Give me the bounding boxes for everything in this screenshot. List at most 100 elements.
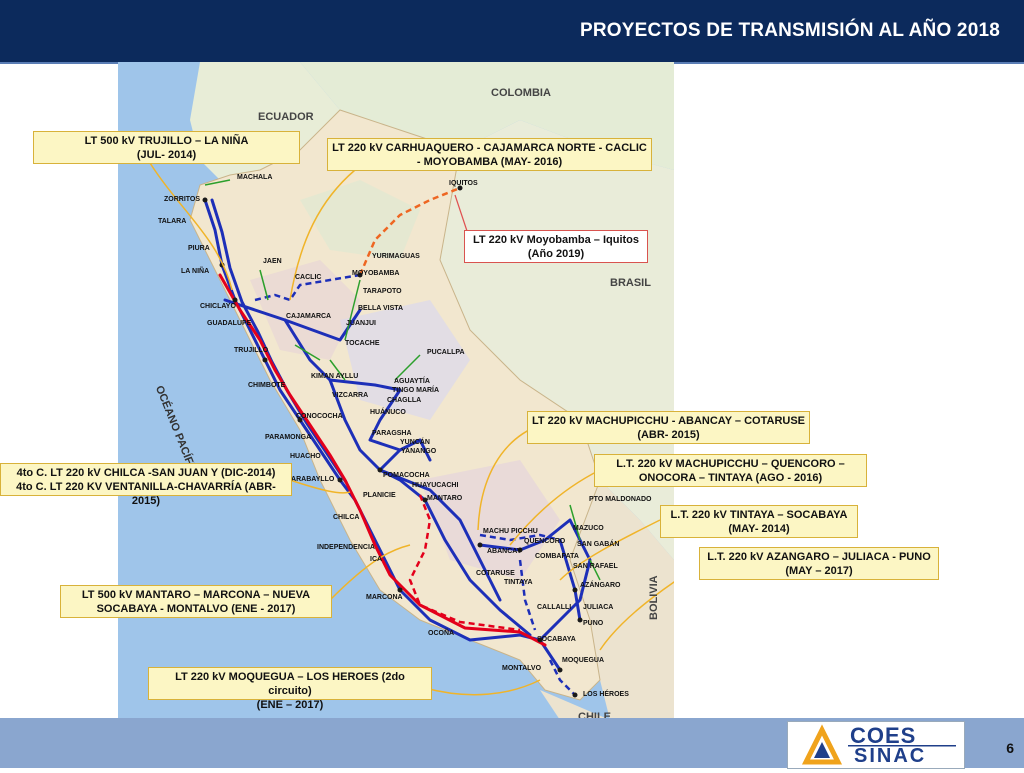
city-label: CHILCA xyxy=(333,514,360,521)
callout-line: L.T. 220 kV AZANGARO – JULIACA - PUNO xyxy=(707,551,931,563)
city-label: MACHU PICCHU xyxy=(483,528,538,535)
line-220kv-moquegua-heroes-project xyxy=(548,659,576,696)
city-label: CALLALLI xyxy=(537,604,572,611)
city-label: COMBAPATA xyxy=(535,553,579,560)
line-220kv-mantaro xyxy=(378,468,502,602)
callout-chilca: 4to C. LT 220 kV CHILCA -SAN JUAN Y (DIC… xyxy=(0,463,292,507)
callout-mantaro: LT 500 kV MANTARO – MARCONA – NUEVA SOCA… xyxy=(60,585,332,618)
city-label: OCOÑA xyxy=(428,630,455,637)
city-label: MACHALA xyxy=(237,174,273,181)
city-label: MAZUCO xyxy=(573,525,604,532)
callout-carhuaquero: LT 220 kV CARHUAQUERO - CAJAMARCA NORTE … xyxy=(327,138,652,171)
callout-line: (ENE – 2017) xyxy=(256,699,324,711)
city-label: CARABAYLLO xyxy=(286,476,335,483)
line-moyobamba-iquitos-project xyxy=(358,186,461,276)
city-label: VIZCARRA xyxy=(332,392,369,399)
city-label: COTARUSE xyxy=(476,570,515,577)
city-label: LOS HÉROES xyxy=(583,691,629,698)
callout-line: (MAY- 2014) xyxy=(728,523,790,535)
label-brasil: BRASIL xyxy=(610,277,651,289)
callout-line: LT 220 kV CARHUAQUERO - CAJAMARCA NORTE … xyxy=(332,142,647,154)
callout-line: L.T. 220 kV MACHUPICCHU – QUENCORO – xyxy=(616,458,845,470)
city-label: MOYOBAMBA xyxy=(352,270,400,277)
line-500kv-trujillo-nina xyxy=(218,273,547,647)
coes-logo: COES SINAC xyxy=(787,721,965,769)
city-label: YUNCÁN xyxy=(400,439,430,446)
line-220kv-machupicchu-project xyxy=(479,533,561,542)
city-label: CHICLAYO xyxy=(200,303,236,310)
city-label: SOCABAYA xyxy=(537,636,576,643)
callout-line: (MAY – 2017) xyxy=(785,565,853,577)
city-label: TINTAYA xyxy=(504,579,533,586)
city-label: PIURA xyxy=(188,245,210,252)
coes-logo-mark xyxy=(801,724,956,765)
city-label: IQUITOS xyxy=(449,180,478,187)
city-label: HUÁNUCO xyxy=(370,409,406,416)
city-label: PUCALLPA xyxy=(427,349,465,356)
city-label: KIMAN AYLLU xyxy=(311,373,359,380)
city-label: PARAGSHA xyxy=(372,430,412,437)
line-500kv-mantaro-marcona-project xyxy=(408,494,521,632)
city-label: PLANICIE xyxy=(363,492,396,499)
callout-moyobamba-iquitos: LT 220 kV Moyobamba – Iquitos (Año 2019) xyxy=(464,230,648,263)
callout-line: ONOCORA – TINTAYA (AGO - 2016) xyxy=(638,472,823,484)
city-label: AZÁNGARO xyxy=(580,582,621,589)
city-label: MANTARO xyxy=(427,495,463,502)
city-label: PARAMONGA xyxy=(265,434,312,441)
header-bar: PROYECTOS DE TRANSMISIÓN AL AÑO 2018 xyxy=(0,0,1024,64)
callout-line: LT 500 kV TRUJILLO – LA NIÑA xyxy=(84,135,249,147)
city-label: BELLA VISTA xyxy=(358,305,404,312)
city-label: HUACHO xyxy=(290,453,321,460)
city-label: TOCACHE xyxy=(345,340,380,347)
callout-line: LT 220 kV MACHUPICCHU - ABANCAY – COTARU… xyxy=(532,415,806,427)
callout-line: 4to C. LT 220 kV CHILCA -SAN JUAN Y (DIC… xyxy=(16,467,276,479)
line-220kv-east xyxy=(398,438,432,462)
city-label: SAN GABÁN xyxy=(577,541,620,548)
city-label: INDEPENDENCIA xyxy=(317,544,375,551)
callout-line: - MOYOBAMBA (MAY- 2016) xyxy=(416,156,563,168)
city-label: POMACOCHA xyxy=(383,472,430,479)
label-bolivia: BOLIVIA xyxy=(648,575,660,620)
city-label: ICA xyxy=(370,556,383,563)
callout-line: 4to C. LT 220 KV VENTANILLA-CHAVARRÍA (A… xyxy=(16,481,276,507)
callout-line: LT 220 kV MOQUEGUA – LOS HEROES (2do cir… xyxy=(175,671,405,697)
city-label: CONOCOCHA xyxy=(296,413,343,420)
city-label: YURIMAGUAS xyxy=(372,253,420,260)
city-label: JAEN xyxy=(263,258,282,265)
city-label: GUADALUPE xyxy=(207,320,252,327)
city-label: QUENCORO xyxy=(524,538,566,545)
line-220kv-north xyxy=(223,298,362,342)
label-colombia: COLOMBIA xyxy=(491,87,551,99)
city-label: TARAPOTO xyxy=(363,288,402,295)
city-label: SAN RAFAEL xyxy=(573,563,618,570)
city-label: CAJAMARCA xyxy=(286,313,332,320)
callout-tintaya-socabaya: L.T. 220 kV TINTAYA – SOCABAYA (MAY- 201… xyxy=(660,505,858,538)
city-label: JULIACA xyxy=(583,604,614,611)
label-ecuador: ECUADOR xyxy=(258,111,314,123)
city-label: TALARA xyxy=(158,218,187,225)
page-number: 6 xyxy=(1006,740,1014,756)
page-title: PROYECTOS DE TRANSMISIÓN AL AÑO 2018 xyxy=(579,20,1000,41)
city-label: HUAYUCACHI xyxy=(412,482,459,489)
callout-line: (JUL- 2014) xyxy=(136,149,197,161)
callout-trujillo-nina: LT 500 kV TRUJILLO – LA NIÑA (JUL- 2014) xyxy=(33,131,300,164)
line-220kv-carhuaquero-project xyxy=(254,273,361,302)
callout-line: SOCABAYA - MONTALVO (ENE - 2017) xyxy=(96,603,296,615)
bolivia-region xyxy=(570,480,674,720)
callout-machupicchu-quencoro: L.T. 220 kV MACHUPICCHU – QUENCORO – ONO… xyxy=(594,454,867,487)
city-label: TRUJILLO xyxy=(234,347,269,354)
line-220kv-tintaya-socabaya-project xyxy=(518,559,537,631)
city-label: CACLIC xyxy=(295,274,322,281)
city-label: PTO MALDONADO xyxy=(589,496,652,503)
callout-line: LT 500 kV MANTARO – MARCONA – NUEVA xyxy=(81,589,311,601)
city-label: PUNO xyxy=(583,620,604,627)
city-label: JUANJUI xyxy=(346,320,376,327)
logo-line2: SINAC xyxy=(854,745,927,767)
city-label: MOQUEGUA xyxy=(562,657,604,664)
callout-azangaro: L.T. 220 kV AZANGARO – JULIACA - PUNO (M… xyxy=(699,547,939,580)
callout-line: L.T. 220 kV TINTAYA – SOCABAYA xyxy=(670,509,848,521)
city-label: CHAGLLA xyxy=(387,397,422,404)
city-label: TINGO MARÍA xyxy=(392,387,440,394)
city-label: MARCONA xyxy=(366,594,403,601)
city-label: LA NIÑA xyxy=(181,268,210,275)
